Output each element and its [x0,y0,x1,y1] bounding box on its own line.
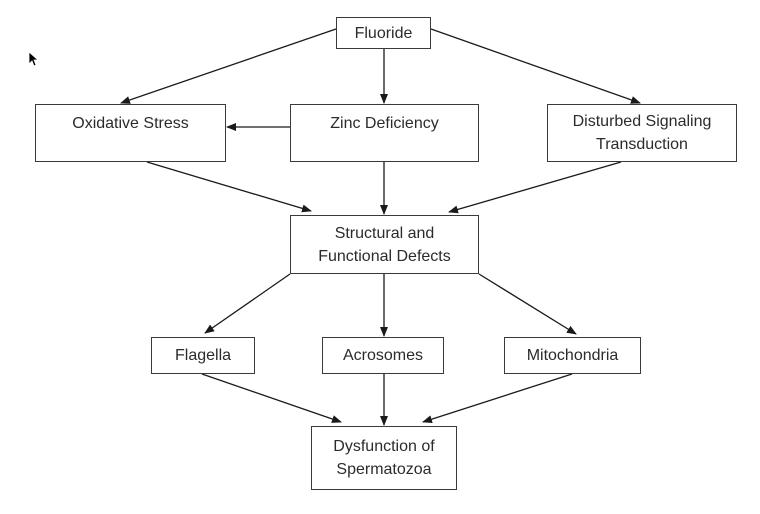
edge-structural-defects-to-flagella [204,273,291,334]
mouse-pointer-icon [28,51,38,67]
node-acrosomes: Acrosomes [322,337,444,374]
edge-flagella-to-dysfunction [201,373,342,423]
node-mitochondria: Mitochondria [504,337,641,374]
node-dysfunction-label: Dysfunction of Spermatozoa [333,438,435,478]
edge-fluoride-to-oxidative-stress [120,28,337,104]
edge-mitochondria-to-dysfunction [422,373,573,424]
node-mitochondria-label: Mitochondria [526,347,619,364]
node-fluoride: Fluoride [336,17,431,49]
node-zinc-deficiency: Zinc Deficiency [290,104,479,162]
edge-structural-defects-to-mitochondria [478,273,577,335]
node-dysfunction: Dysfunction of Spermatozoa [311,426,457,490]
node-oxidative-stress-label: Oxidative Stress [72,115,189,132]
node-oxidative-stress: Oxidative Stress [35,104,226,162]
node-acrosomes-label: Acrosomes [342,347,424,364]
node-flagella-label: Flagella [174,347,232,364]
edge-oxidative-stress-to-structural-defects [146,161,312,213]
node-structural-defects-label: Structural and Functional Defects [318,224,451,265]
node-disturbed-signaling-label: Disturbed Signaling Transduction [572,113,712,153]
node-structural-defects: Structural and Functional Defects [290,215,479,274]
node-fluoride-label: Fluoride [354,24,413,42]
node-flagella: Flagella [151,337,255,374]
node-disturbed-signaling: Disturbed Signaling Transduction [547,104,737,162]
edge-fluoride-to-disturbed-signaling [430,28,641,104]
edge-disturbed-signaling-to-structural-defects [448,161,622,214]
node-zinc-deficiency-label: Zinc Deficiency [330,115,439,132]
